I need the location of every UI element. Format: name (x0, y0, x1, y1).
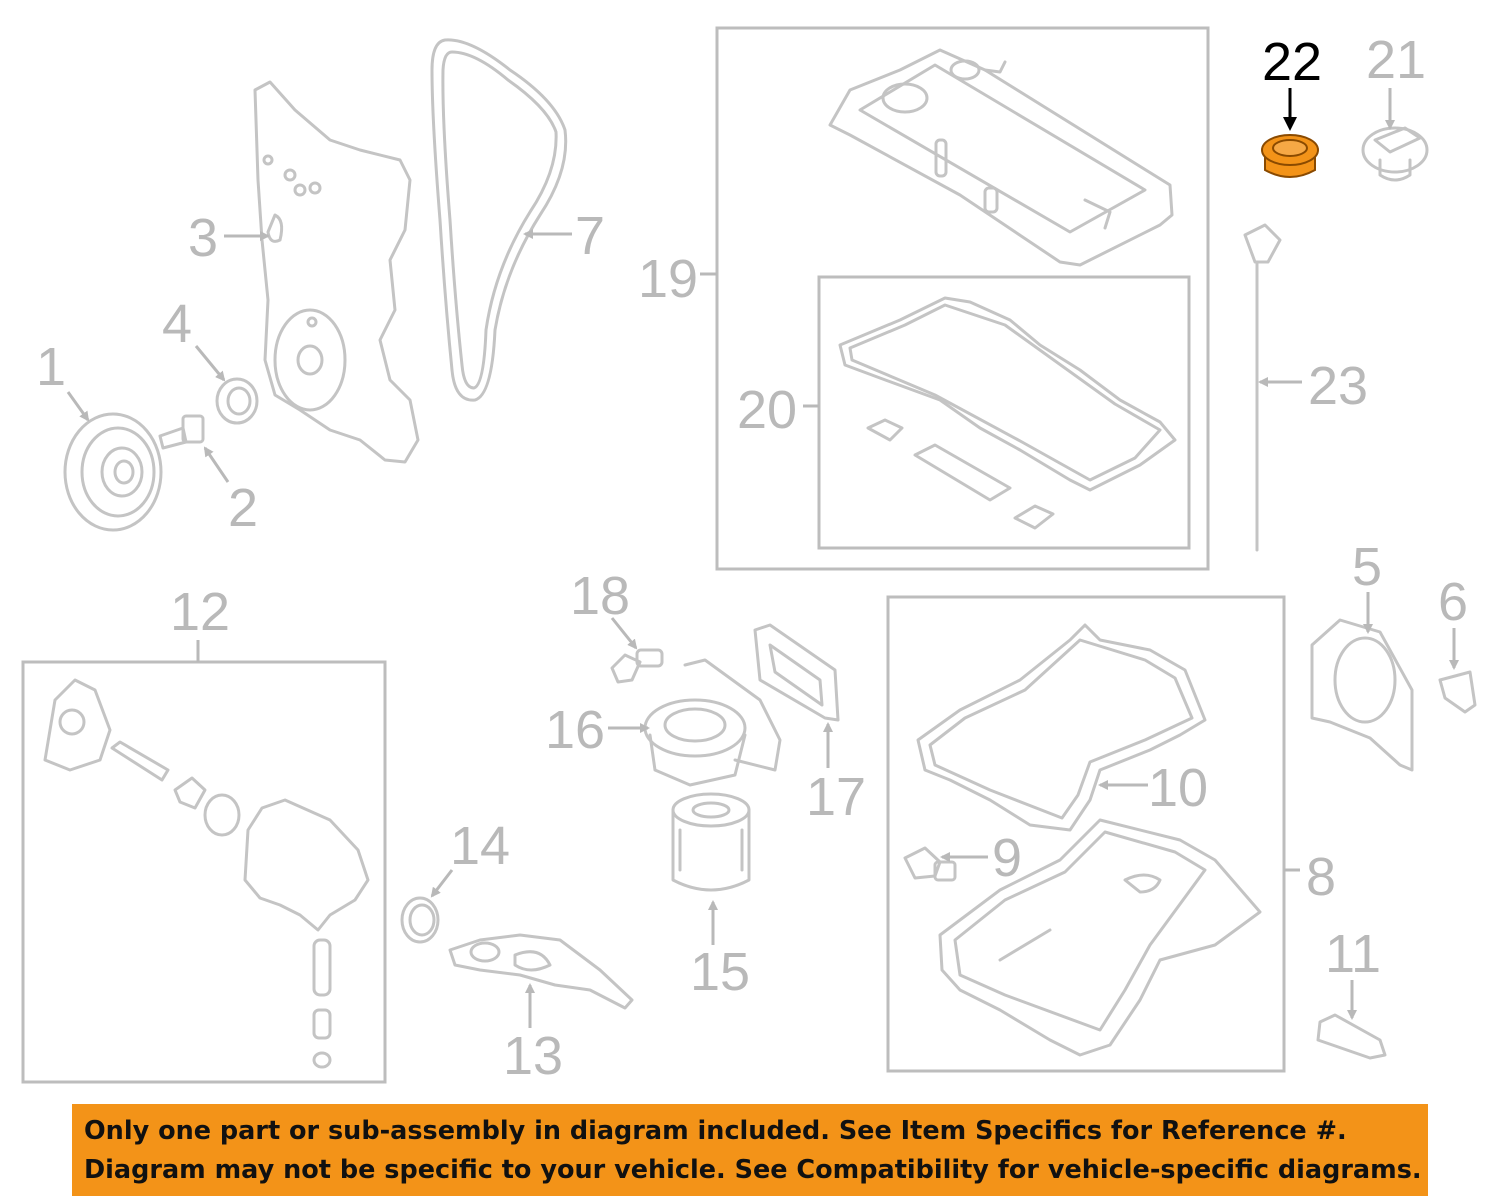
part-7-timing-chain (430, 38, 568, 402)
callout-6: 6 (1438, 572, 1468, 632)
part-13-oil-pickup (448, 933, 634, 1010)
group-box-12 (21, 660, 387, 1084)
part-23-dipstick (1243, 223, 1282, 552)
callout-11: 11 (1325, 924, 1381, 984)
callout-16: 16 (545, 700, 605, 760)
callout-10: 10 (1148, 758, 1208, 818)
callout-4: 4 (162, 294, 192, 354)
part-9-sensor (903, 846, 957, 882)
callout-5: 5 (1352, 537, 1382, 597)
part-8-oil-pan (938, 818, 1262, 1057)
callout-7: 7 (575, 206, 605, 266)
callout-2: 2 (228, 478, 258, 538)
callouts: 1 2 3 4 5 6 7 8 9 10 11 12 13 14 15 16 1… (36, 30, 1468, 1086)
callout-18: 18 (570, 566, 630, 626)
part-11-drain-plug (1316, 1013, 1387, 1060)
callout-20: 20 (737, 380, 797, 440)
group-box-20 (817, 275, 1191, 550)
part-4-seal (215, 377, 259, 425)
leader-4 (194, 345, 226, 382)
disclaimer-line-2: Diagram may not be specific to your vehi… (84, 1155, 1422, 1185)
leader-1 (66, 391, 90, 422)
callout-23: 23 (1308, 356, 1368, 416)
callout-14: 14 (450, 816, 510, 876)
part-3-timing-cover (253, 80, 420, 464)
part-5-rear-seal-cover (1310, 618, 1414, 772)
leader-14 (430, 869, 454, 898)
callout-22: 22 (1262, 32, 1322, 92)
callout-12: 12 (170, 582, 230, 642)
part-22-plug-highlighted (1261, 134, 1319, 178)
part-20-gasket-set (838, 296, 1177, 530)
part-18-bolt (610, 648, 664, 684)
group-box-19 (715, 26, 1210, 571)
leader-lines (66, 88, 1459, 1028)
disclaimer-line-1: Only one part or sub-assembly in diagram… (84, 1116, 1347, 1146)
part-1-crankshaft-pulley (63, 412, 163, 532)
leader-2 (203, 446, 230, 483)
part-19-valve-cover (828, 48, 1174, 267)
callout-21: 21 (1366, 30, 1426, 90)
part-6-bracket (1438, 670, 1477, 714)
part-12-oil-pump-assembly (43, 678, 370, 1069)
group-box-8 (886, 595, 1286, 1073)
part-2-bolt (158, 414, 205, 450)
callout-8: 8 (1306, 847, 1336, 907)
part-14-o-ring (400, 896, 440, 944)
part-15-oil-filter (671, 792, 751, 892)
callout-9: 9 (992, 828, 1022, 888)
part-10-oil-pan-gasket (916, 623, 1207, 832)
part-17-gasket (753, 623, 840, 722)
part-16-filter-housing (643, 658, 782, 787)
callout-3: 3 (188, 208, 218, 268)
callout-13: 13 (503, 1026, 563, 1086)
disclaimer-banner: Only one part or sub-assembly in diagram… (72, 1104, 1428, 1196)
callout-15: 15 (690, 942, 750, 1002)
leader-18 (610, 617, 638, 650)
callout-1: 1 (36, 337, 66, 397)
part-21-oil-filler-cap (1361, 126, 1429, 182)
callout-19: 19 (638, 249, 698, 309)
callout-17: 17 (806, 767, 866, 827)
